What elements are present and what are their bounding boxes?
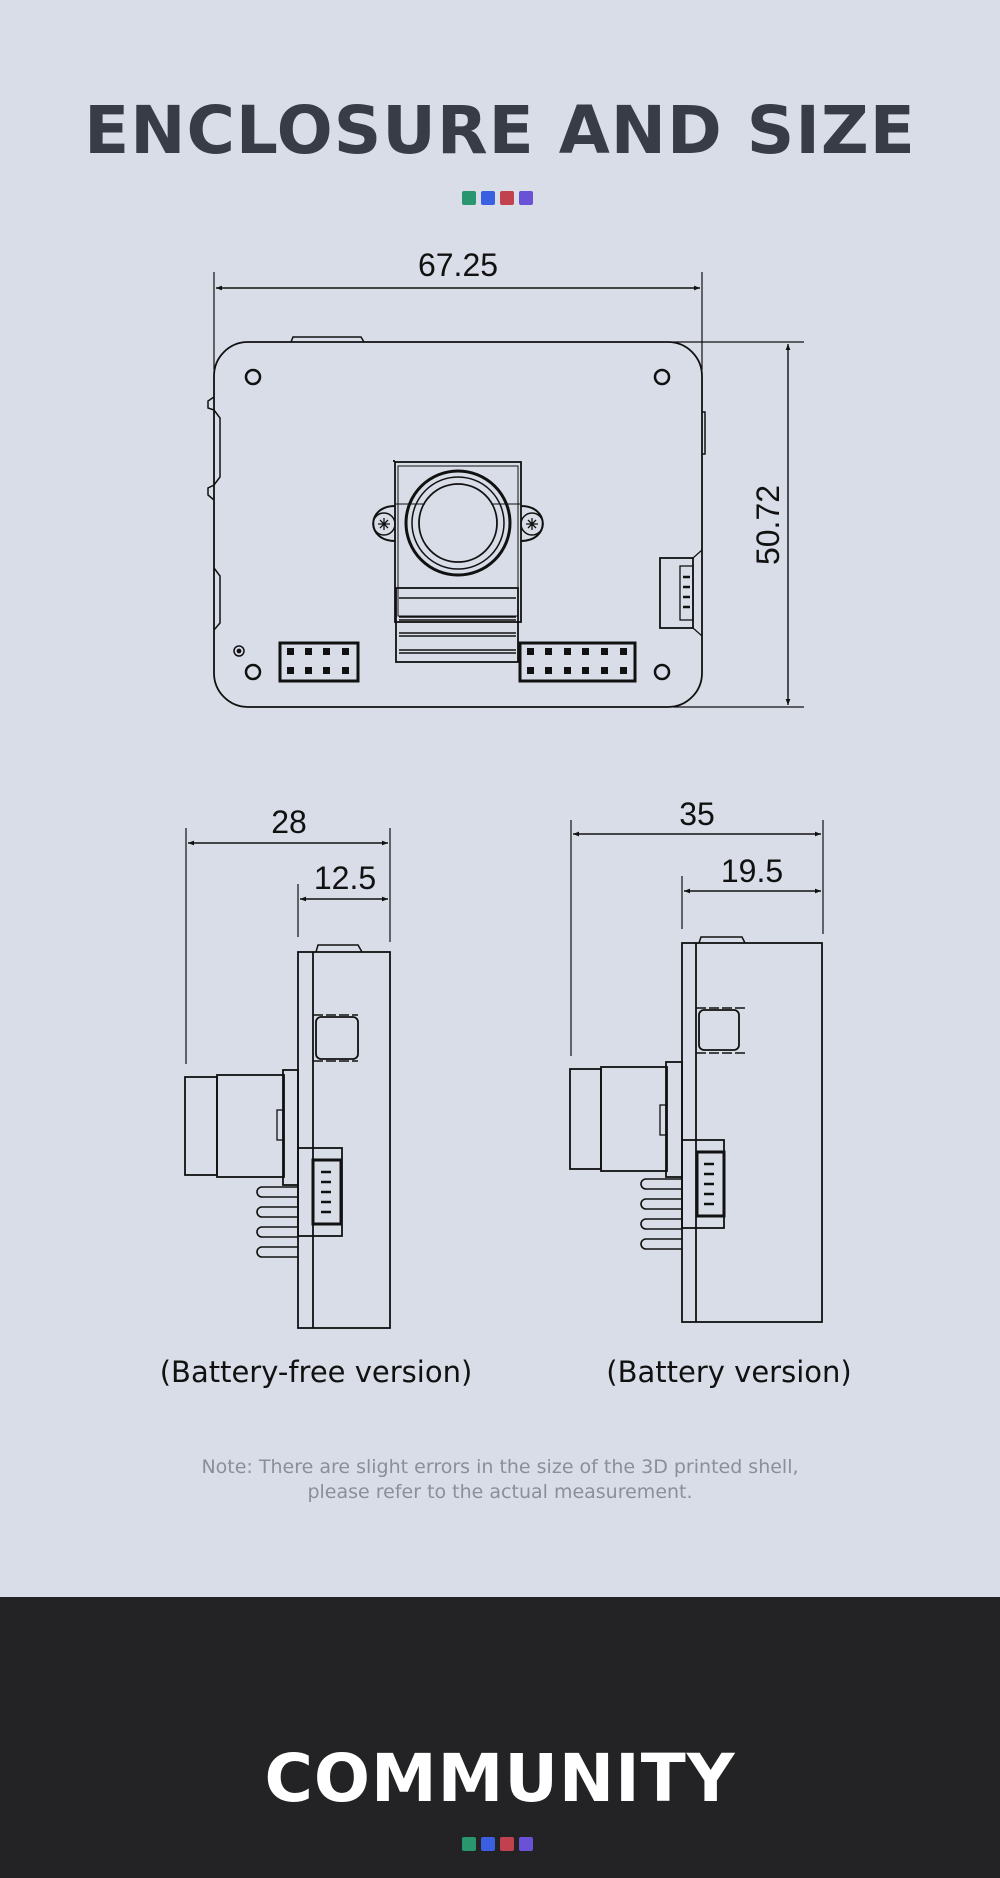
technical-drawing: 67.25 50.72 28 12.5 35 19.5: [184, 247, 824, 1329]
enclosure-outline: [213, 341, 703, 708]
note-line: please refer to the actual measurement.: [307, 1481, 693, 1503]
accent-dot: [481, 191, 495, 205]
total-depth-label: 28: [271, 804, 307, 840]
height-dimension-label: 50.72: [750, 485, 786, 565]
community-section: [0, 1597, 1000, 1878]
accent-dot: [481, 1837, 495, 1851]
accent-dot: [519, 191, 533, 205]
pin-header-right: [527, 648, 627, 674]
pin-header-left: [287, 648, 349, 674]
side-view-battery-free: [184, 828, 391, 1329]
community-title: COMMUNITY: [264, 1740, 736, 1817]
accent-dot: [462, 191, 476, 205]
accent-dots: [462, 191, 533, 205]
accent-dot: [462, 1837, 476, 1851]
body-depth-label: 19.5: [721, 853, 783, 889]
caption-battery-free: (Battery-free version): [159, 1355, 473, 1389]
accent-dot: [519, 1837, 533, 1851]
caption-battery: (Battery version): [606, 1355, 852, 1389]
accent-dot: [500, 191, 514, 205]
body-depth-label: 12.5: [314, 860, 376, 896]
accent-dot: [500, 1837, 514, 1851]
width-dimension-label: 67.25: [418, 247, 498, 283]
note-line: Note: There are slight errors in the siz…: [201, 1456, 799, 1478]
section-title: ENCLOSURE AND SIZE: [84, 92, 916, 169]
note-text: Note: There are slight errors in the siz…: [0, 1455, 1000, 1505]
total-depth-label: 35: [679, 796, 715, 832]
front-view: [207, 272, 804, 708]
side-view-battery: [569, 820, 824, 1323]
accent-dots: [462, 1837, 533, 1851]
